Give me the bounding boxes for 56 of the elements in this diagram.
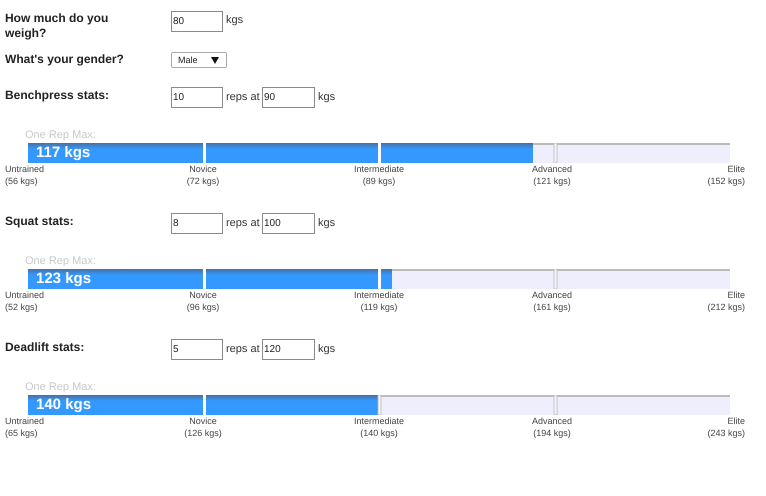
- level-label: (212 kgs): [707, 302, 745, 312]
- unit-label: reps at: [226, 343, 260, 355]
- level-label: Intermediate: [354, 290, 404, 300]
- unit-label: kgs: [318, 217, 336, 229]
- question-label: Benchpress stats:: [5, 88, 110, 103]
- question-label: Deadlift stats:: [5, 340, 84, 355]
- selected-option: Male: [178, 55, 198, 65]
- level-label: Untrained: [5, 164, 44, 174]
- progress-bar: [28, 395, 730, 415]
- question-label: Squat stats:: [5, 214, 74, 229]
- level-label: (96 kgs): [186, 302, 220, 312]
- level-label: (52 kgs): [5, 302, 38, 312]
- level-label: (56 kgs): [5, 176, 38, 186]
- level-label: (89 kgs): [362, 176, 396, 186]
- level-label: (243 kgs): [707, 428, 745, 438]
- input-field: 8: [171, 213, 223, 234]
- level-label: Elite: [727, 416, 745, 426]
- input-field: 120: [262, 339, 315, 360]
- progress-bar: [28, 269, 730, 289]
- level-label: (126 kgs): [184, 428, 222, 438]
- input-field: 80: [171, 11, 223, 32]
- question-label: How much do you weigh?: [5, 11, 110, 41]
- level-label: Elite: [727, 164, 745, 174]
- level-label: Novice: [189, 164, 217, 174]
- level-label: (152 kgs): [707, 176, 745, 186]
- level-label: Advanced: [532, 164, 572, 174]
- progress-bar: [28, 143, 730, 163]
- unit-label: kgs: [226, 14, 244, 26]
- level-label: (72 kgs): [186, 176, 220, 186]
- level-label: (194 kgs): [533, 428, 571, 438]
- level-label: Untrained: [5, 416, 44, 426]
- level-label: (140 kgs): [360, 428, 398, 438]
- level-label: Advanced: [532, 290, 572, 300]
- level-label: Untrained: [5, 290, 44, 300]
- level-label: (161 kgs): [533, 302, 571, 312]
- input-field: 10: [171, 87, 223, 108]
- one-rep-max-value: 117 kgs: [36, 144, 90, 161]
- level-label: (119 kgs): [360, 302, 398, 312]
- one-rep-max-value: 140 kgs: [36, 396, 92, 413]
- level-label: Intermediate: [354, 164, 404, 174]
- level-label: (121 kgs): [533, 176, 571, 186]
- unit-label: reps at: [226, 217, 260, 229]
- unit-label: kgs: [318, 343, 336, 355]
- input-field: 100: [262, 213, 315, 234]
- one-rep-max-value: 123 kgs: [36, 270, 92, 287]
- level-label: Advanced: [532, 416, 572, 426]
- level-label: Novice: [189, 290, 217, 300]
- level-label: Novice: [189, 416, 217, 426]
- unit-label: kgs: [318, 91, 336, 103]
- question-label: What's your gender?: [5, 52, 124, 67]
- level-label: Elite: [727, 290, 745, 300]
- input-field: 5: [171, 339, 223, 360]
- input-field: 90: [262, 87, 315, 108]
- unit-label: reps at: [226, 91, 260, 103]
- level-label: Intermediate: [354, 416, 404, 426]
- level-label: (65 kgs): [5, 428, 38, 438]
